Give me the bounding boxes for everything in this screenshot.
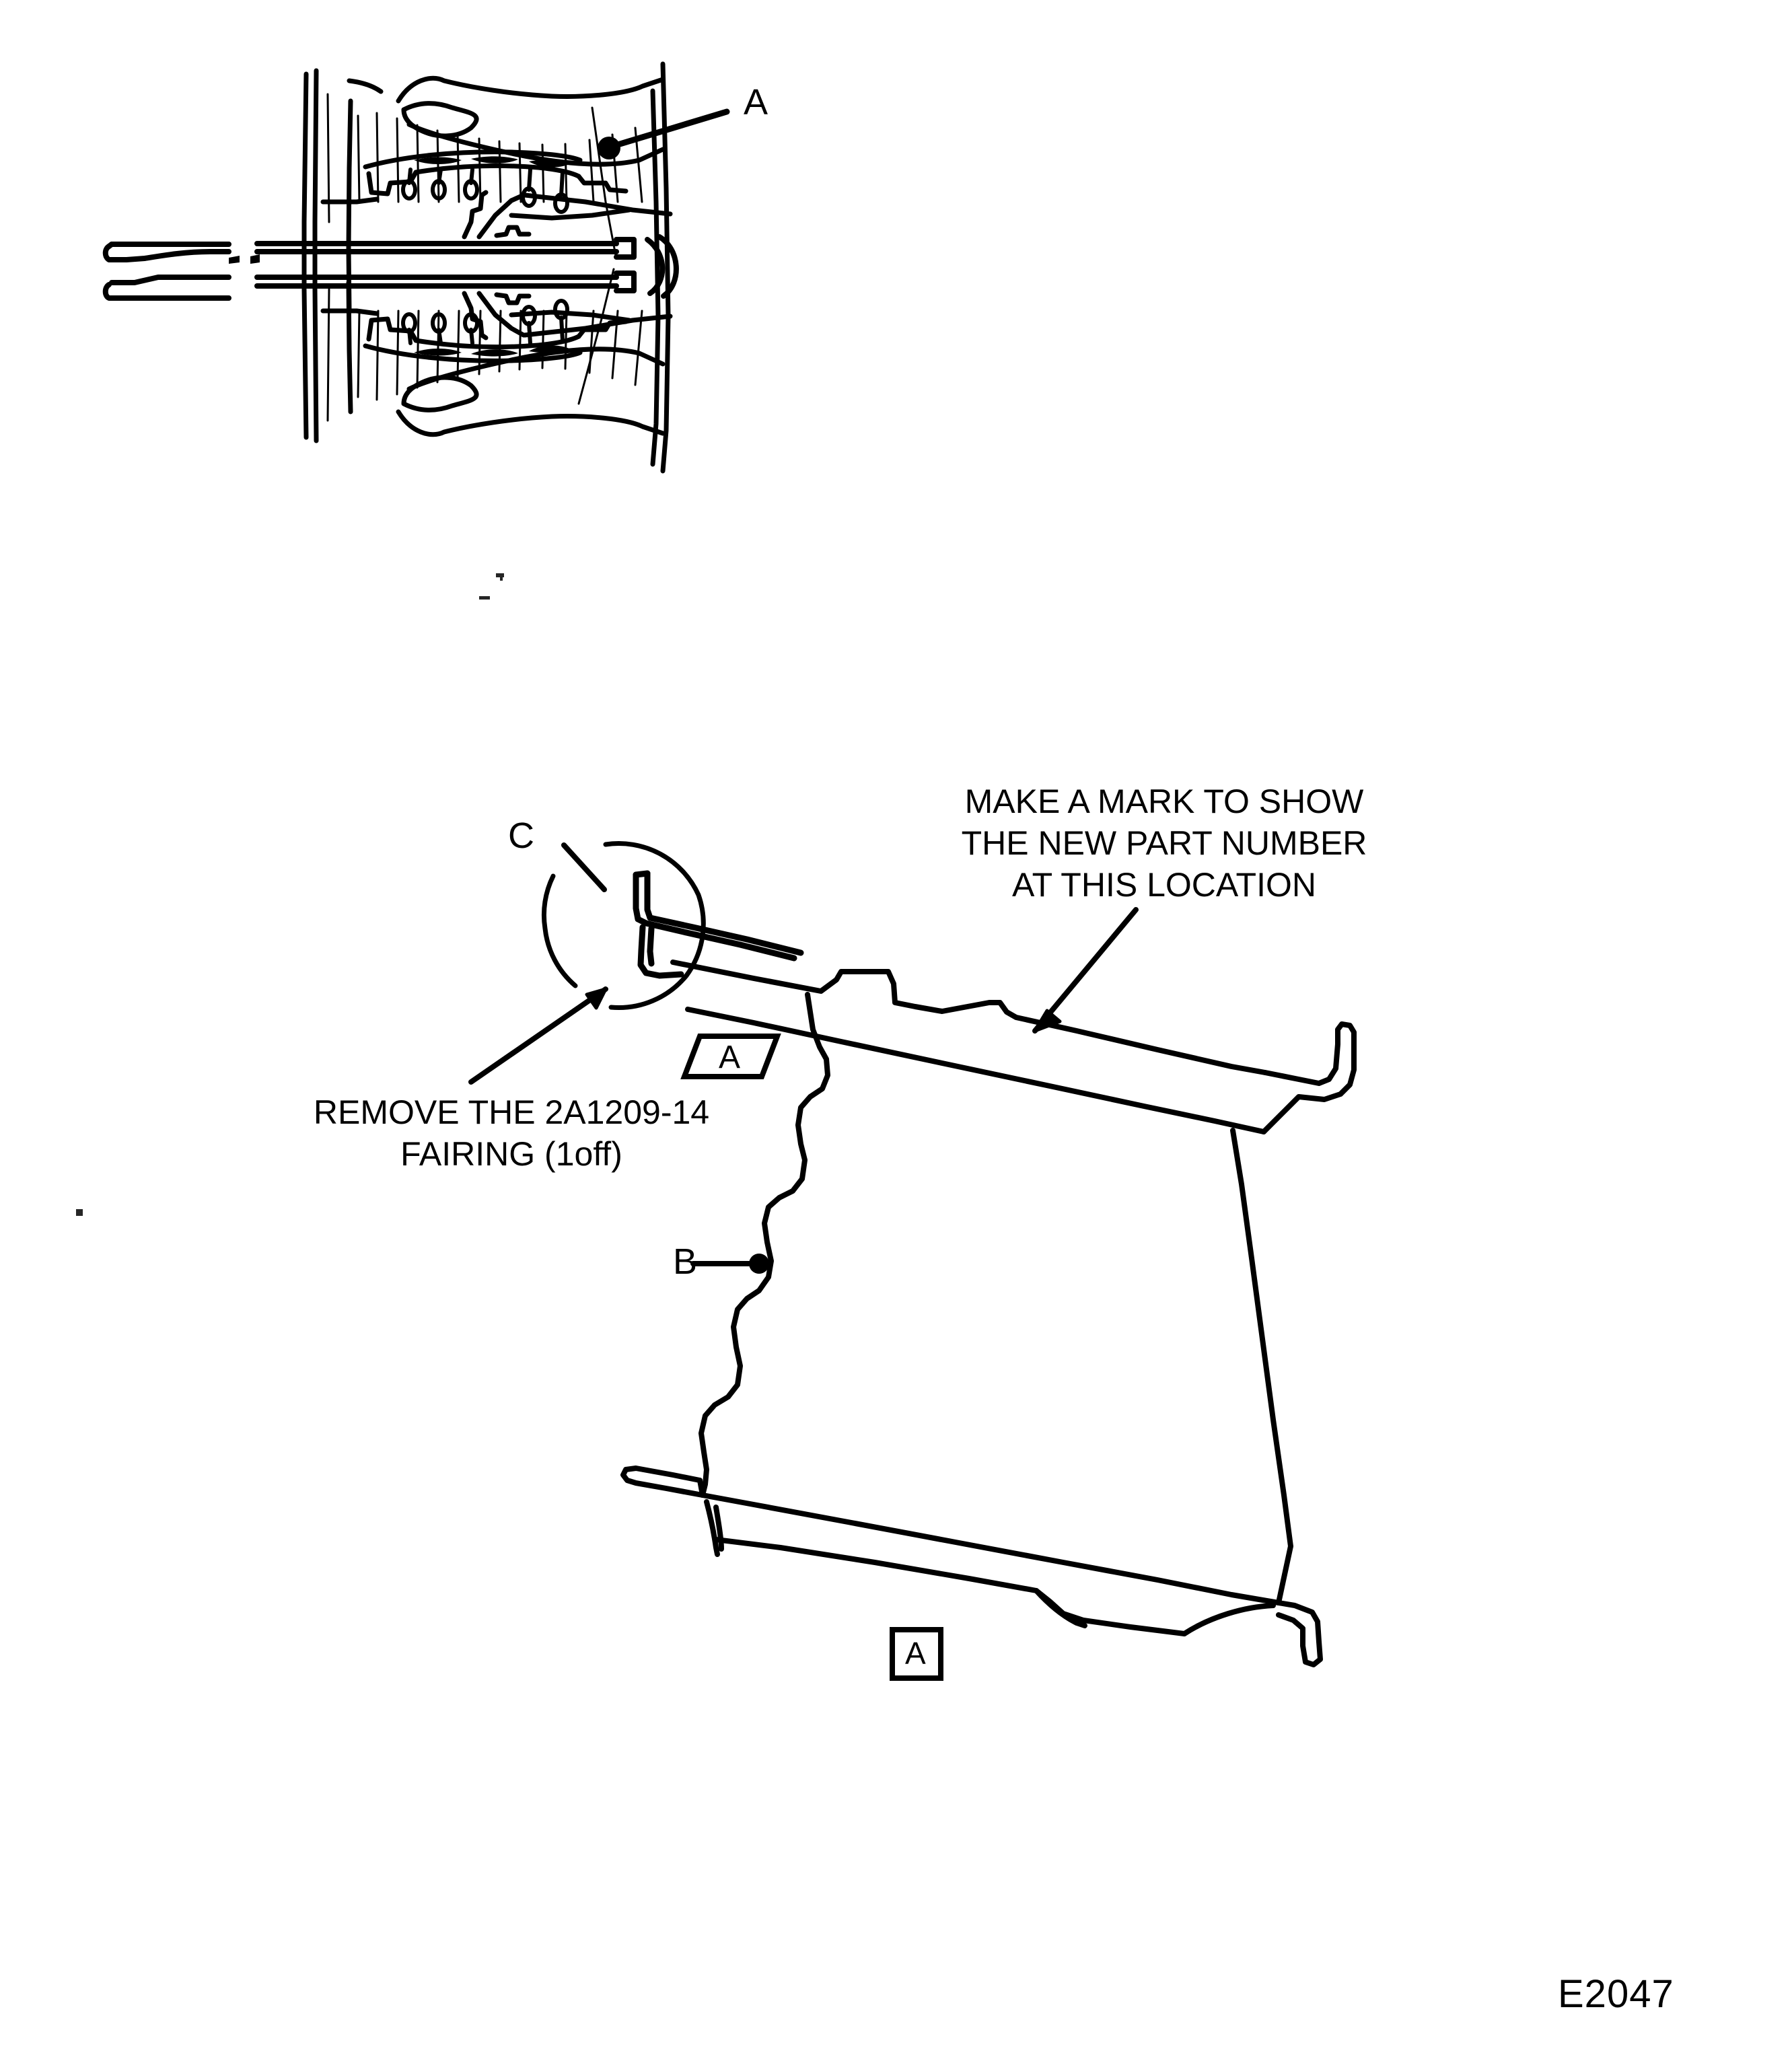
engine-shaft-break-symbol bbox=[229, 254, 260, 264]
callout-b-leader bbox=[690, 1254, 769, 1274]
remove-note-leader bbox=[468, 986, 608, 1085]
flag-note-a-shape bbox=[680, 1034, 781, 1079]
mark-note-leader bbox=[1032, 907, 1139, 1034]
callout-b-leader-dot bbox=[749, 1254, 769, 1274]
upper-callout-label-a: A bbox=[744, 82, 768, 122]
remove-note-arrowhead bbox=[585, 987, 608, 1010]
engine-central-shaft bbox=[102, 234, 679, 301]
engine-lower-blade-row bbox=[320, 308, 629, 363]
engine-internal-struts bbox=[462, 190, 673, 340]
callout-label-c: C bbox=[508, 816, 535, 856]
flag-note-a-label: A bbox=[719, 1040, 741, 1075]
bracket-main-outline bbox=[620, 960, 1357, 1667]
engine-lower-blade-fillets bbox=[414, 345, 569, 357]
fairing-clip-detail bbox=[633, 870, 804, 979]
upper-callout-a-leader bbox=[598, 108, 730, 159]
figure-id: E2047 bbox=[1558, 1972, 1674, 2016]
upper-callout-a-leader-dot bbox=[598, 137, 620, 159]
view-label-a-box bbox=[890, 1627, 943, 1681]
note-make-a-mark: MAKE A MARK TO SHOW THE NEW PART NUMBER … bbox=[961, 783, 1367, 904]
note-remove-fairing: REMOVE THE 2A1209-14 FAIRING (1off) bbox=[313, 1093, 710, 1173]
scan-artifacts bbox=[76, 573, 504, 1216]
mark-note-arrowhead bbox=[1033, 1009, 1062, 1033]
callout-label-b: B bbox=[673, 1241, 698, 1282]
detail-c-leader bbox=[561, 842, 607, 892]
view-label-a-letter: A bbox=[905, 1636, 927, 1671]
detail-circle-c bbox=[541, 841, 706, 1010]
engine-upper-blade-fillets bbox=[414, 156, 569, 168]
